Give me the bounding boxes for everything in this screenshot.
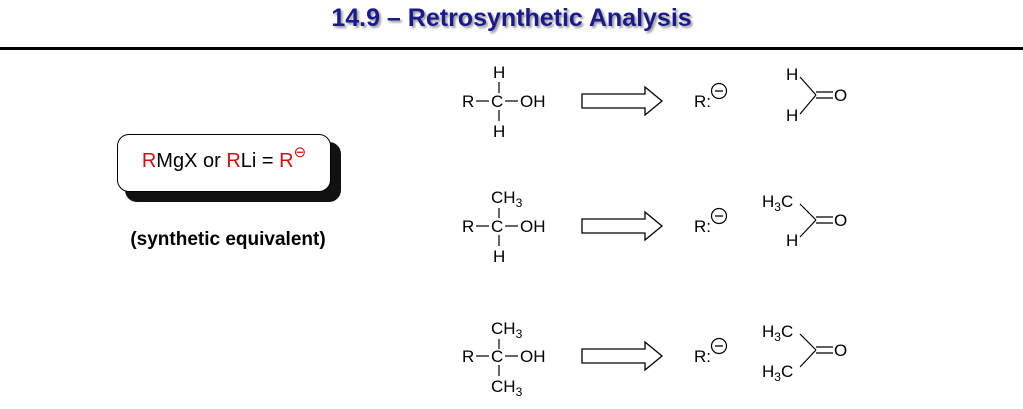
synthetic-equivalent-box: RMgX or RLi = R⊖ bbox=[117, 134, 331, 192]
r1-carbanion-label: R: bbox=[694, 92, 711, 111]
retrosynthesis-arrow-2 bbox=[581, 211, 663, 241]
row-3-acetone: H3C O H3C bbox=[762, 322, 847, 384]
organolithium-text: Li = bbox=[240, 150, 280, 172]
r1-carbon: C bbox=[491, 92, 503, 111]
r3-bottom-methyl: CH3 bbox=[491, 377, 523, 399]
r1-r-group: R bbox=[462, 92, 474, 111]
row-1-primary-alcohol: H R C OH H bbox=[462, 63, 546, 141]
r2-ald-oxygen: O bbox=[834, 211, 847, 230]
r1-ald-bottom-h: H bbox=[786, 106, 798, 125]
row-2-secondary-alcohol: CH3 R C OH H bbox=[462, 188, 546, 266]
negative-charge-icon: ⊖ bbox=[293, 144, 307, 161]
r2-bottom-h: H bbox=[493, 247, 505, 266]
r1-bottom-h: H bbox=[493, 122, 505, 141]
r1-ald-oxygen: O bbox=[834, 86, 847, 105]
grignard-text: MgX or bbox=[156, 150, 227, 172]
row-3-carbanion: R: bbox=[694, 337, 728, 366]
r-group-1: R bbox=[141, 150, 157, 172]
r3-ketone-bottom-methyl: H3C bbox=[762, 362, 793, 384]
r3-r-group: R bbox=[462, 347, 474, 366]
retrosynthesis-arrow-3 bbox=[581, 341, 663, 371]
r2-ald-bottom-h: H bbox=[786, 231, 798, 250]
r3-top-methyl: CH3 bbox=[491, 319, 523, 341]
r3-carbanion-label: R: bbox=[694, 347, 711, 366]
row-2-carbanion: R: bbox=[694, 207, 728, 236]
r2-hydroxyl: OH bbox=[520, 217, 546, 236]
r3-ketone-oxygen: O bbox=[834, 341, 847, 360]
synthetic-equivalent-formula: RMgX or RLi = R⊖ bbox=[118, 144, 330, 173]
synthetic-equivalent-caption: (synthetic equivalent) bbox=[130, 229, 326, 250]
row-2-acetaldehyde: H3C O H bbox=[762, 192, 847, 250]
page-title: 14.9 – Retrosynthetic Analysis bbox=[331, 4, 692, 32]
r2-carbanion-label: R: bbox=[694, 217, 711, 236]
r3-carbon: C bbox=[491, 347, 503, 366]
r-group-3: R bbox=[279, 150, 294, 172]
r2-r-group: R bbox=[462, 217, 474, 236]
row-3-tertiary-alcohol: CH3 R C OH CH3 bbox=[462, 319, 546, 399]
r1-minus-charge-icon bbox=[710, 82, 728, 100]
r1-top-h: H bbox=[493, 63, 505, 82]
row-1-formaldehyde: H O H bbox=[786, 65, 847, 125]
r2-ald-methyl: H3C bbox=[762, 192, 793, 214]
r-group-2: R bbox=[226, 150, 241, 172]
r2-carbon: C bbox=[491, 217, 503, 236]
row-1-carbanion: R: bbox=[694, 82, 728, 111]
title-divider bbox=[0, 47, 1023, 50]
retrosynthesis-arrow-1 bbox=[581, 86, 663, 116]
r3-hydroxyl: OH bbox=[520, 347, 546, 366]
r2-minus-charge-icon bbox=[710, 207, 728, 225]
r1-hydroxyl: OH bbox=[520, 92, 546, 111]
r3-ketone-top-methyl: H3C bbox=[762, 322, 793, 344]
r3-minus-charge-icon bbox=[710, 337, 728, 355]
r2-methyl: CH3 bbox=[491, 188, 523, 210]
r1-ald-top-h: H bbox=[786, 65, 798, 84]
